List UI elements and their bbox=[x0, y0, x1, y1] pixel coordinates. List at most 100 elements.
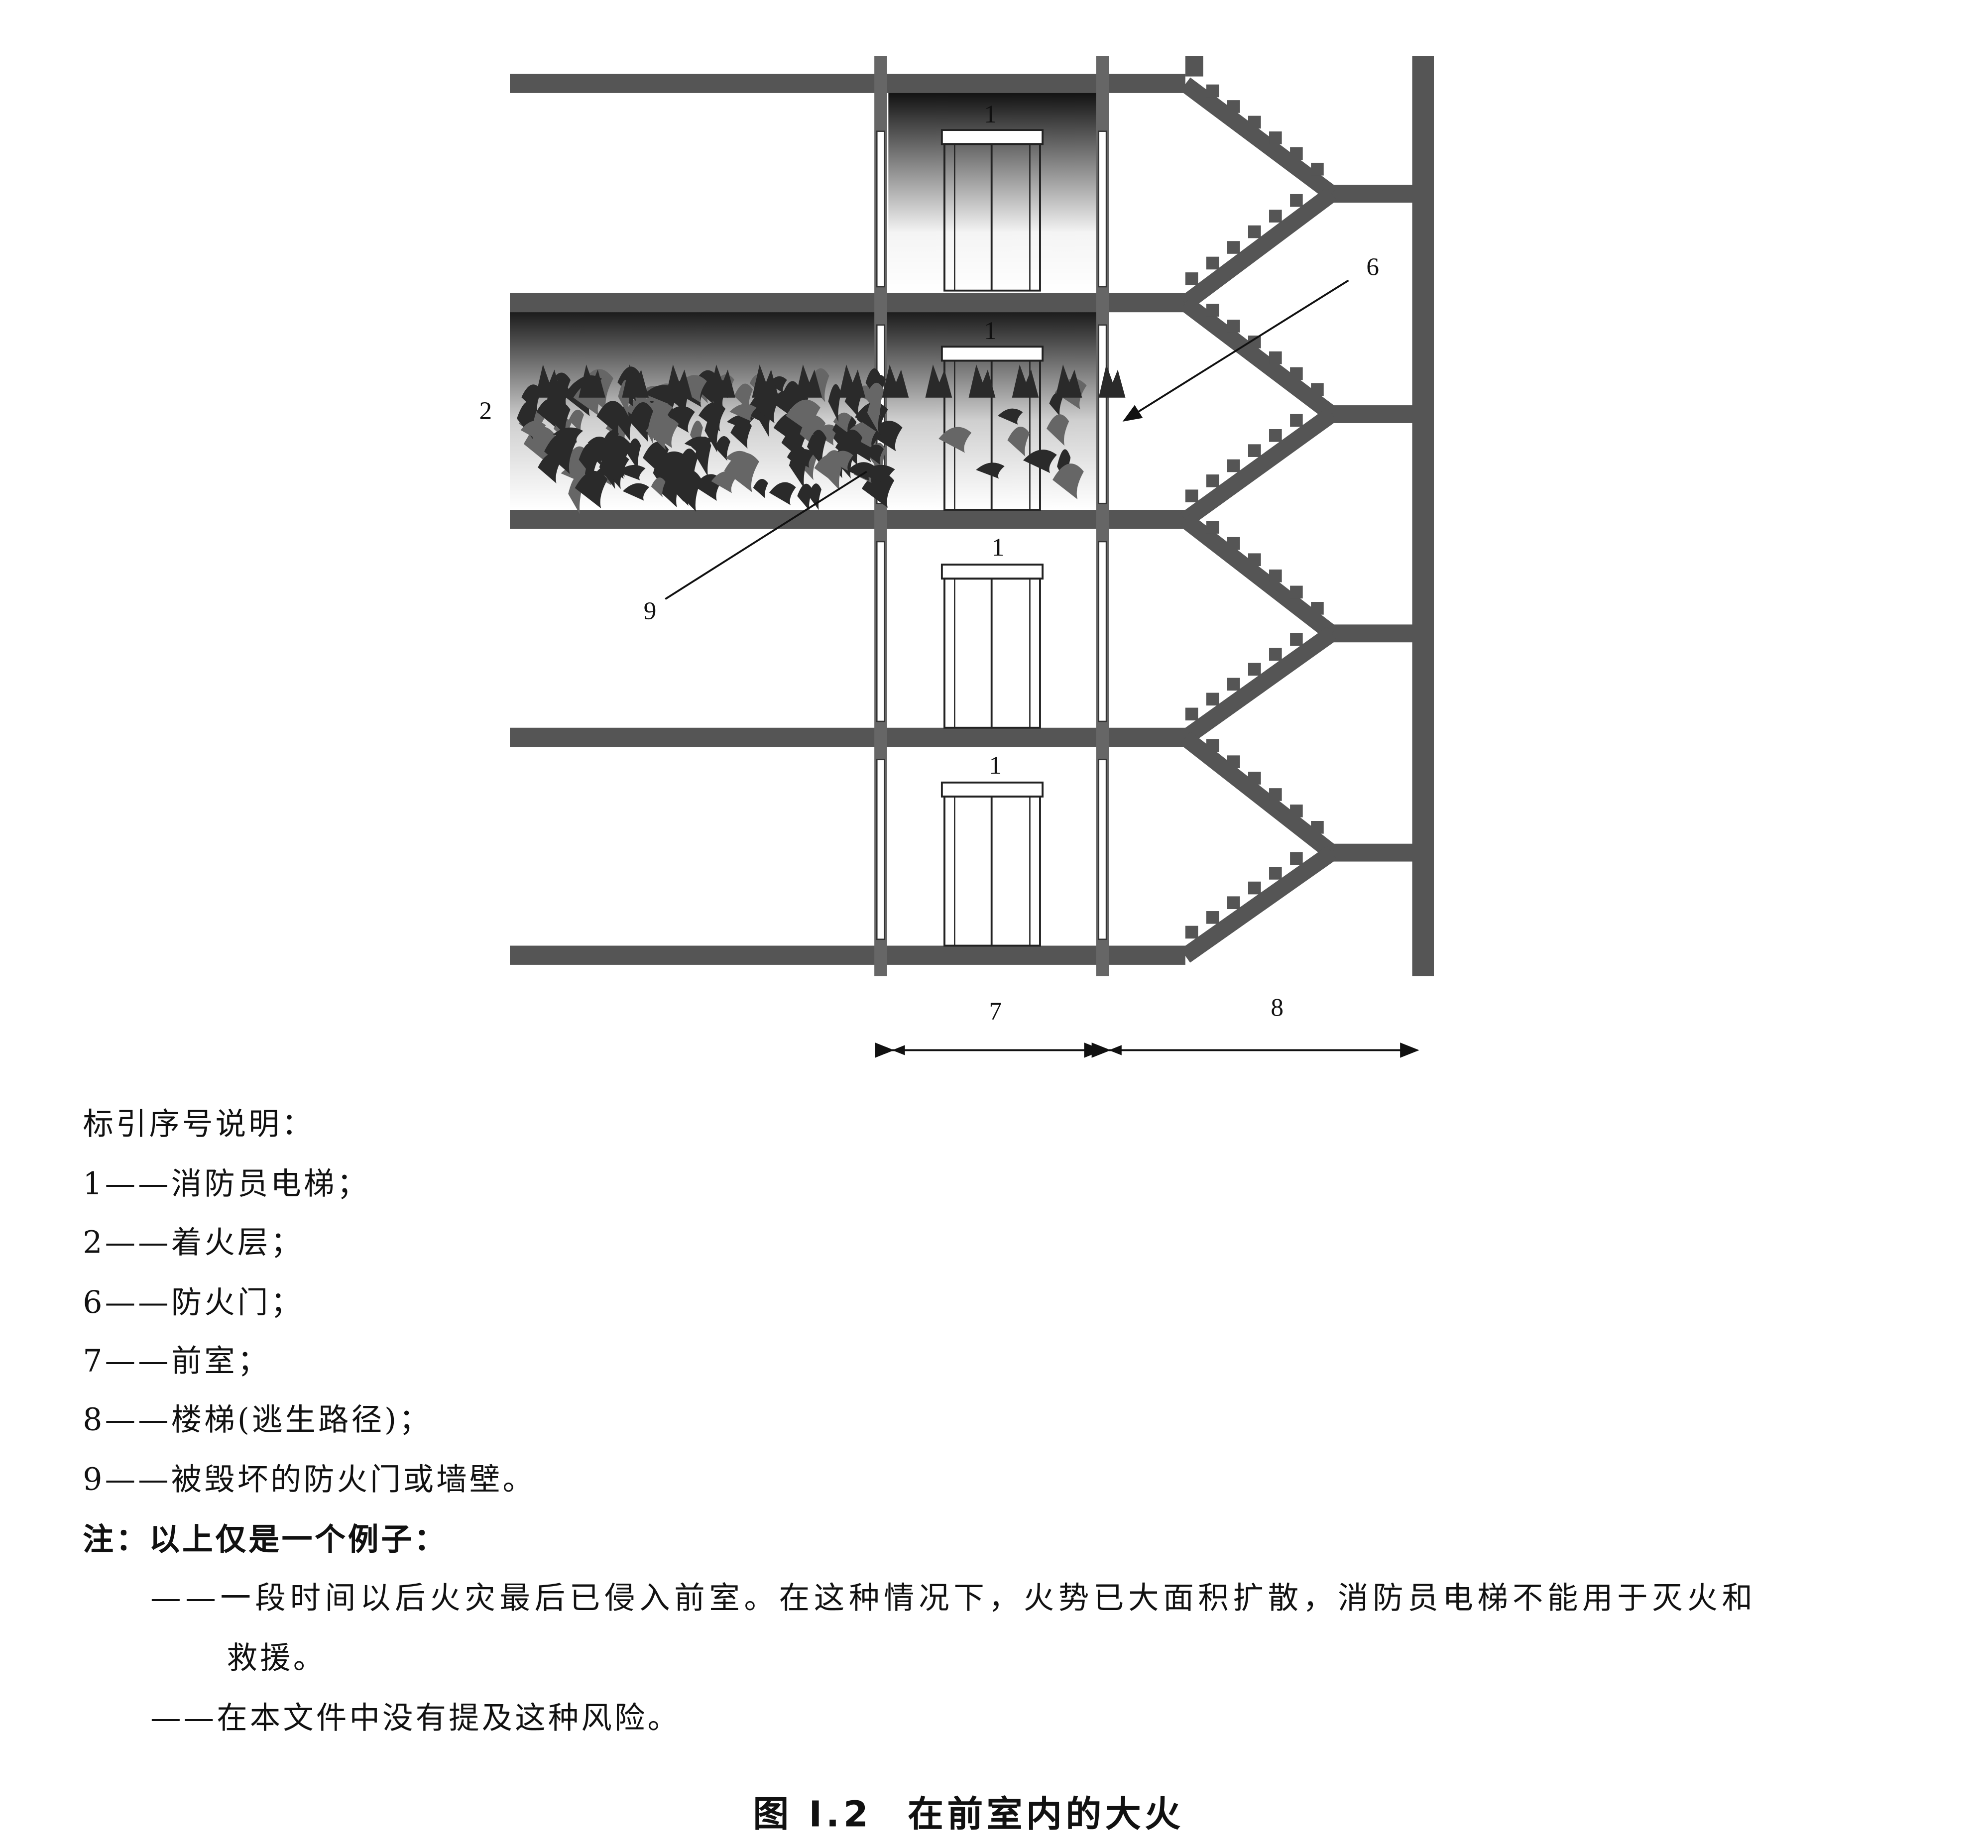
stair-step bbox=[1227, 755, 1240, 768]
flame bbox=[521, 384, 542, 413]
stair-step bbox=[1185, 272, 1198, 285]
label-9: 9 bbox=[644, 597, 657, 625]
flame bbox=[1007, 426, 1030, 457]
flame bbox=[1052, 463, 1084, 500]
flame bbox=[808, 483, 821, 510]
floor-slab bbox=[510, 510, 1185, 529]
figure-caption: 图 I.2 在前室内的大火 bbox=[0, 1787, 1937, 1838]
stair-step bbox=[1290, 805, 1303, 817]
floor-slab bbox=[510, 293, 1185, 313]
stair-flight bbox=[1180, 297, 1337, 421]
stair-step bbox=[1227, 320, 1240, 333]
flame bbox=[604, 430, 619, 447]
flame bbox=[714, 436, 730, 461]
stair-step bbox=[1248, 444, 1261, 457]
flame bbox=[828, 384, 841, 422]
flame bbox=[837, 429, 863, 465]
stair-step bbox=[1227, 537, 1240, 550]
stair-step bbox=[1311, 162, 1324, 176]
flame bbox=[651, 477, 666, 497]
flame bbox=[865, 382, 884, 417]
stair-landing bbox=[1325, 405, 1415, 423]
flame bbox=[622, 483, 649, 501]
leader-6 bbox=[1122, 279, 1349, 422]
flame bbox=[628, 402, 653, 442]
legend-item: 6——防火门； bbox=[83, 1284, 304, 1321]
stair-step bbox=[1206, 521, 1219, 534]
note-line: ——在本文件中没有提及这种风险。 bbox=[150, 1700, 681, 1736]
stair-step bbox=[1227, 459, 1240, 472]
figure-number: 图 I.2 bbox=[753, 1793, 872, 1836]
stair-step bbox=[1248, 772, 1261, 785]
flame bbox=[601, 454, 629, 479]
stair-step bbox=[1290, 194, 1303, 207]
flame bbox=[769, 482, 796, 505]
stair-outer-wall bbox=[1412, 56, 1434, 976]
stair-flight bbox=[1180, 407, 1337, 527]
stair-flight bbox=[1180, 513, 1337, 640]
stair-step bbox=[1269, 569, 1282, 582]
legend-item: 2——着火层； bbox=[83, 1225, 304, 1261]
note-line: ——一段时间以后火灾最后已侵入前室。在这种情况下，火势已大面积扩散，消防员电梯不… bbox=[150, 1580, 1757, 1617]
floor-slabs bbox=[510, 56, 1415, 976]
stair-step bbox=[1269, 351, 1282, 364]
stair-step bbox=[1269, 210, 1282, 223]
flame bbox=[827, 451, 853, 471]
flame bbox=[976, 462, 1005, 479]
stair-step bbox=[1311, 602, 1324, 615]
stair-step bbox=[1269, 788, 1282, 801]
flame bbox=[838, 364, 866, 398]
fire-door bbox=[1098, 541, 1107, 722]
elevator-header bbox=[940, 564, 1044, 580]
stair-step bbox=[1227, 241, 1240, 254]
flame bbox=[612, 441, 626, 461]
stair-step bbox=[1185, 925, 1198, 939]
flame bbox=[846, 422, 879, 449]
stair-step bbox=[1248, 225, 1261, 238]
elevator-header bbox=[940, 781, 1044, 798]
flame bbox=[535, 364, 562, 398]
flame bbox=[643, 442, 669, 477]
stair-step bbox=[1290, 414, 1303, 427]
elevator-header bbox=[940, 129, 1044, 145]
floor-slab bbox=[510, 945, 1185, 965]
stair-step bbox=[1269, 429, 1282, 442]
leader-9 bbox=[665, 470, 867, 600]
flame bbox=[544, 433, 577, 474]
stair-step bbox=[1269, 131, 1282, 144]
note-line: 救援。 bbox=[227, 1640, 327, 1676]
label-1: 1 bbox=[984, 317, 997, 345]
stair-step bbox=[1248, 116, 1261, 129]
flame bbox=[938, 427, 972, 453]
label-1: 1 bbox=[984, 100, 997, 128]
flame bbox=[786, 399, 820, 436]
stair-step bbox=[1290, 585, 1303, 599]
flame bbox=[882, 364, 909, 398]
figure-title: 在前室内的大火 bbox=[908, 1793, 1184, 1836]
flame bbox=[865, 444, 884, 465]
flame bbox=[729, 404, 757, 422]
flame bbox=[579, 364, 605, 398]
stair-step bbox=[1248, 553, 1261, 567]
flame bbox=[1012, 364, 1039, 398]
stair-step bbox=[1206, 911, 1219, 924]
elevator-doors bbox=[940, 129, 1044, 947]
flame bbox=[1098, 364, 1126, 398]
stair-flight bbox=[1180, 846, 1337, 963]
flame bbox=[797, 483, 813, 511]
fire-door bbox=[1098, 130, 1107, 288]
flame bbox=[699, 402, 726, 432]
flame bbox=[708, 364, 736, 398]
flame bbox=[724, 453, 759, 492]
flame bbox=[646, 417, 679, 448]
legend-item: 8——楼梯(逃生路径)； bbox=[83, 1402, 432, 1438]
flame bbox=[575, 470, 608, 509]
flame bbox=[588, 443, 604, 466]
label-8: 8 bbox=[1271, 993, 1284, 1022]
flame bbox=[626, 438, 641, 470]
stair-step bbox=[1185, 707, 1198, 721]
legend-item: 7——前室； bbox=[83, 1343, 271, 1379]
stair-step bbox=[1290, 633, 1303, 646]
stair-step bbox=[1206, 304, 1219, 317]
